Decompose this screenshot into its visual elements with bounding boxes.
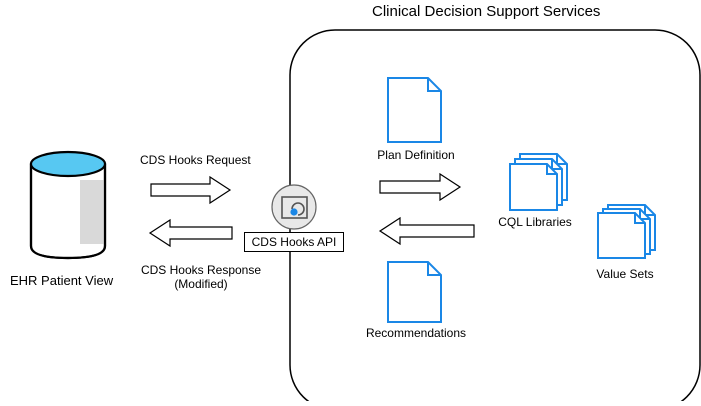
cql-libraries-label: CQL Libraries: [498, 215, 572, 229]
response-arrow: [148, 218, 233, 248]
cds-hooks-api-text: CDS Hooks API: [251, 235, 337, 249]
cds-hooks-api-label: CDS Hooks API: [244, 232, 344, 252]
recommendations-label: Recommendations: [365, 326, 467, 340]
value-sets-label: Value Sets: [596, 267, 654, 281]
value-sets-documents-icon: [597, 204, 656, 259]
cql-libraries-documents-icon: [509, 153, 568, 211]
database-icon: [29, 150, 107, 260]
to-cql-arrow: [379, 172, 462, 202]
from-cql-arrow: [378, 216, 475, 246]
request-arrow: [150, 175, 232, 205]
recommendations-document-icon: [387, 261, 442, 323]
services-title: Clinical Decision Support Services: [372, 3, 601, 20]
api-gateway-icon: [271, 184, 317, 230]
plan-definition-document-icon: [387, 77, 442, 143]
response-label: CDS Hooks Response: [140, 263, 262, 277]
response-label-modified: (Modified): [174, 277, 228, 291]
plan-definition-label: Plan Definition: [377, 148, 455, 162]
ehr-label: EHR Patient View: [10, 273, 114, 288]
request-label: CDS Hooks Request: [140, 153, 251, 167]
